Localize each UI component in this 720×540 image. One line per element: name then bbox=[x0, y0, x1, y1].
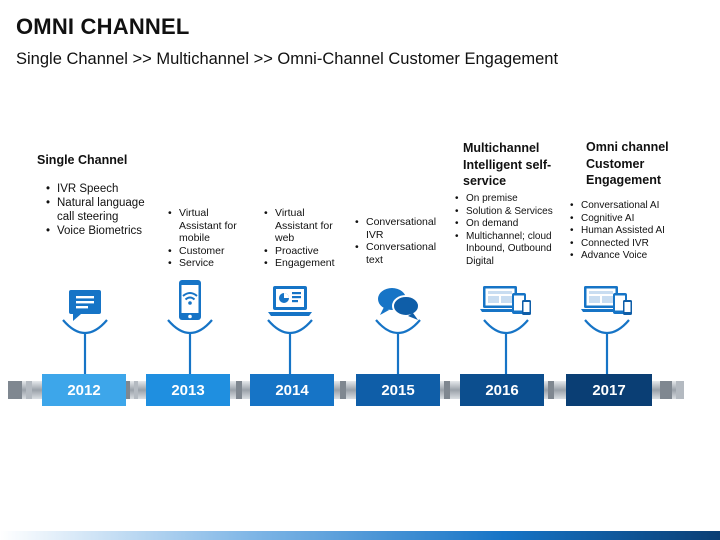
slide-subtitle: Single Channel >> Multichannel >> Omni-C… bbox=[16, 50, 559, 68]
stage-heading-2012: Single Channel bbox=[37, 153, 128, 167]
year-block-2016: 2016 bbox=[460, 374, 544, 406]
stage-bullet: Engagement bbox=[264, 257, 344, 270]
year-block-2017: 2017 bbox=[566, 374, 652, 406]
icon-stand bbox=[265, 318, 315, 376]
stage-bullets-2013: Virtual Assistant for mobile Customer Se… bbox=[168, 207, 248, 270]
stage-bullets-2016: On premise Solution & Services On demand… bbox=[455, 193, 561, 268]
stage-bullet: Human Assisted AI bbox=[570, 225, 700, 238]
stage-bullet: Solution & Services bbox=[455, 206, 561, 219]
devices-icon bbox=[478, 280, 534, 326]
mobile-wifi-icon bbox=[162, 278, 218, 324]
stage-bullet: Voice Biometrics bbox=[46, 224, 146, 238]
stage-bullet: Connected IVR bbox=[570, 238, 700, 251]
icon-stand bbox=[373, 318, 423, 376]
laptop-icon bbox=[262, 280, 318, 326]
year-block-2014: 2014 bbox=[250, 374, 334, 406]
stage-bullet: Proactive bbox=[264, 245, 344, 258]
stage-heading-2016: Multichannel Intelligent self-service bbox=[463, 141, 552, 188]
year-block-2015: 2015 bbox=[356, 374, 440, 406]
stage-bullets-2014: Virtual Assistant for web Proactive Enga… bbox=[264, 207, 344, 270]
stage-bullet: IVR Speech bbox=[46, 182, 146, 196]
stage-bullet: On demand bbox=[455, 218, 561, 231]
stage-bullets-2012: IVR Speech Natural language call steerin… bbox=[46, 182, 146, 238]
stage-bullet: Virtual Assistant for mobile bbox=[168, 207, 248, 245]
stage-heading-2017: Omni channel Customer Engagement bbox=[586, 140, 669, 187]
chat-icon bbox=[57, 284, 113, 330]
speech-bubbles-icon bbox=[370, 282, 426, 328]
stage-bullet: Multichannel; cloud Inbound, Outbound Di… bbox=[455, 231, 561, 269]
slide-title: OMNI CHANNEL bbox=[16, 14, 190, 39]
icon-stand bbox=[60, 318, 110, 376]
stage-bullet: On premise bbox=[455, 193, 561, 206]
stage-bullets-2017: Conversational AI Cognitive AI Human Ass… bbox=[570, 200, 700, 263]
year-block-2013: 2013 bbox=[146, 374, 230, 406]
icon-stand bbox=[582, 318, 632, 376]
icon-stand bbox=[165, 318, 215, 376]
devices-icon bbox=[579, 280, 635, 326]
stage-bullet: Conversational AI bbox=[570, 200, 700, 213]
year-block-2012: 2012 bbox=[42, 374, 126, 406]
stage-bullet: Advance Voice bbox=[570, 250, 700, 263]
stage-bullets-2015: Conversational IVR Conversational text bbox=[355, 216, 441, 266]
stage-bullet: Virtual Assistant for web bbox=[264, 207, 344, 245]
bottom-accent-bar bbox=[0, 531, 720, 540]
stage-bullet: Conversational IVR bbox=[355, 216, 441, 241]
stage-bullet: Cognitive AI bbox=[570, 213, 700, 226]
stage-bullet: Natural language call steering bbox=[46, 196, 146, 224]
stage-bullet: Service bbox=[168, 257, 248, 270]
stage-bullet: Customer bbox=[168, 245, 248, 258]
icon-stand bbox=[481, 318, 531, 376]
stage-bullet: Conversational text bbox=[355, 241, 441, 266]
